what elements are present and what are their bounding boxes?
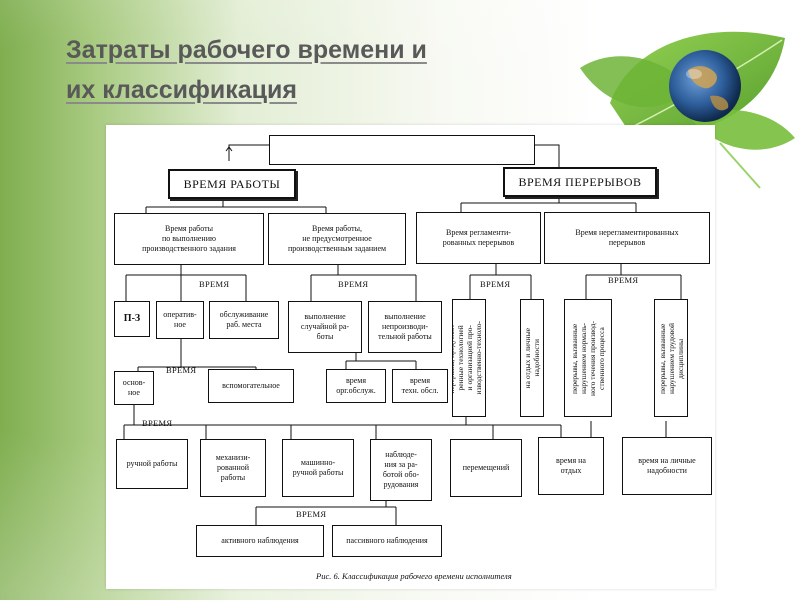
work-other-line-2: не предусмотренное xyxy=(302,234,372,243)
observation-box: наблюде- ния за ра- ботой обо- рудования xyxy=(370,439,432,501)
unregulated-line-2: перерывов xyxy=(608,238,646,247)
vremya-label-1: ВРЕМЯ xyxy=(199,279,230,289)
regulated-breaks-box: Время регламенти- рованных перерывов xyxy=(416,212,541,264)
work-other-line-1: Время работы, xyxy=(311,224,362,233)
manual-box: ручной работы xyxy=(116,439,188,489)
work-task-line-3: производственного задания xyxy=(142,244,236,253)
breaks-rest-box: на отдых и личные надобности xyxy=(520,299,544,417)
main-box: основ- ное xyxy=(114,371,154,405)
breaks-tech-text: перерывы, предусмот- ренные технологией … xyxy=(452,321,486,395)
breaks-violation-box: перерывы, вызванные нарушением нормаль- … xyxy=(564,299,612,417)
breaks-rest-text: на отдых и личные надобности xyxy=(523,327,541,389)
machine-manual-box: машинно- ручной работы xyxy=(282,439,354,497)
breaks-discipline-box: перерывы, вызванные нарушением трудовой … xyxy=(654,299,688,417)
break-time-box: ВРЕМЯ ПЕРЕРЫВОВ xyxy=(503,167,657,197)
pz-box: П-З xyxy=(114,301,150,337)
title-line-2: их классификация xyxy=(66,76,297,104)
tech-service-box: время техн. обсл. xyxy=(392,369,448,403)
transitions-box: перемещений xyxy=(450,439,522,497)
active-observation-box: активного наблюдения xyxy=(196,525,324,557)
regulated-line-1: Время регламенти- xyxy=(446,228,511,237)
diagram-panel: ВРЕМЯ РАБОТЫ ВРЕМЯ ПЕРЕРЫВОВ Время работ… xyxy=(106,125,715,589)
rest-time-box: время на отдых xyxy=(538,437,604,495)
work-other-box: Время работы, не предусмотренное произво… xyxy=(268,213,406,265)
vremya-label-2: ВРЕМЯ xyxy=(338,279,369,289)
unregulated-breaks-box: Время нерегламентированных перерывов xyxy=(544,212,710,264)
work-task-box: Время работы по выполнению производствен… xyxy=(114,213,264,265)
title-line-1: Затраты рабочего времени и xyxy=(66,36,427,64)
work-task-line-2: по выполнению xyxy=(162,234,216,243)
top-box xyxy=(269,135,535,165)
org-service-box: время орг.обслуж. xyxy=(326,369,386,403)
passive-observation-box: пассивного наблюдения xyxy=(332,525,442,557)
vremya-label-3: ВРЕМЯ xyxy=(480,279,511,289)
vremya-label-6: ВРЕМЯ xyxy=(142,418,173,428)
service-place-box: обслуживание раб. места xyxy=(209,301,279,339)
vremya-label-4: ВРЕМЯ xyxy=(608,275,639,285)
auxiliary-box: вспомогательное xyxy=(208,369,294,403)
figure-caption: Рис. 6. Классификация рабочего времени и… xyxy=(316,571,512,581)
slide-title: Затраты рабочего времени и их классифика… xyxy=(66,30,546,110)
breaks-violation-text: перерывы, вызванные нарушением нормаль- … xyxy=(570,320,606,396)
vremya-label-5: ВРЕМЯ xyxy=(166,365,197,375)
mechanized-box: механизи- рованной работы xyxy=(200,439,266,497)
work-time-box: ВРЕМЯ РАБОТЫ xyxy=(168,169,296,199)
unproductive-work-box: выполнение непроизводи- тельной работы xyxy=(368,301,442,353)
work-task-line-1: Время работы xyxy=(164,224,213,233)
breaks-tech-box: перерывы, предусмот- ренные технологией … xyxy=(452,299,486,417)
operative-box: оператив- ное xyxy=(156,301,204,339)
breaks-discipline-text: перерывы, вызванные нарушением трудовой … xyxy=(657,322,685,394)
vremya-label-7: ВРЕМЯ xyxy=(296,509,327,519)
unregulated-line-1: Время нерегламентированных xyxy=(575,228,679,237)
personal-needs-box: время на личные надобности xyxy=(622,437,712,495)
work-other-line-3: производственным заданием xyxy=(287,244,387,253)
connector-lines xyxy=(123,144,682,525)
leaf-globe-image xyxy=(580,31,795,189)
random-work-box: выполнение случайной ра- боты xyxy=(288,301,362,353)
regulated-line-2: рованных перерывов xyxy=(442,238,515,247)
